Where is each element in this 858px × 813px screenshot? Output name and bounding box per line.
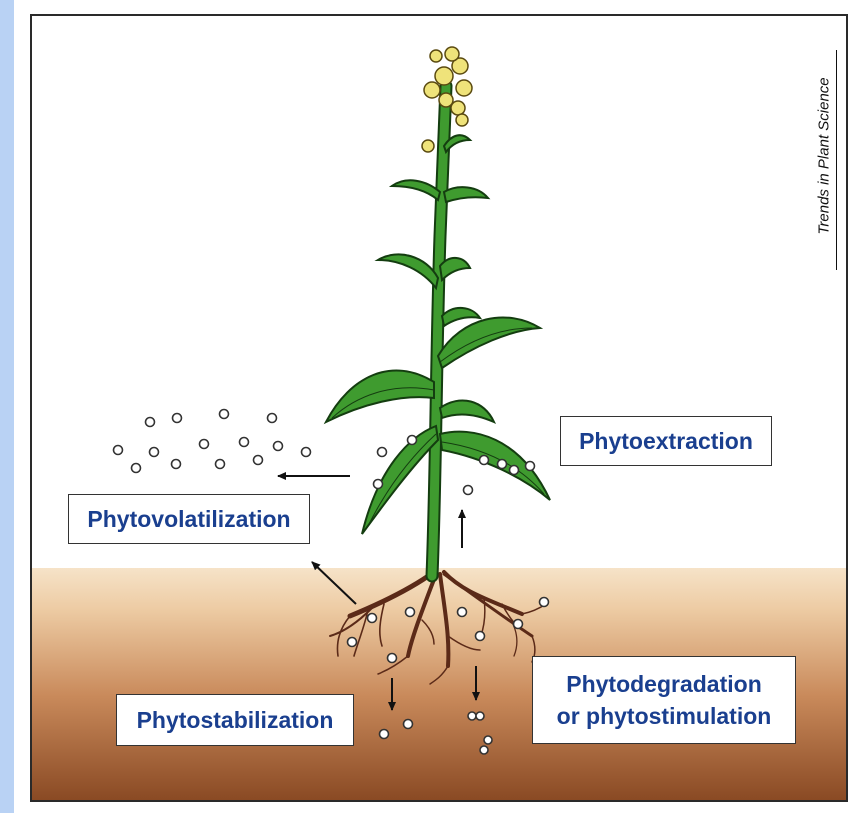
phytodegradation-label: Phytodegradation or phytostimulation — [532, 656, 796, 744]
phytodegradation-line1: Phytodegradation — [566, 668, 762, 700]
phytoremediation-figure: Phytoextraction Phytovolatilization Phyt… — [30, 14, 848, 802]
phytostabilization-label: Phytostabilization — [116, 694, 354, 746]
phytovolatilization-label: Phytovolatilization — [68, 494, 310, 544]
phytodegradation-line2: or phytostimulation — [557, 700, 772, 732]
source-credit: Trends in Plant Science — [816, 77, 833, 234]
phytoextraction-label: Phytoextraction — [560, 416, 772, 466]
particles-air — [114, 410, 311, 473]
left-side-bar — [0, 0, 14, 813]
source-credit-rule — [836, 50, 837, 270]
